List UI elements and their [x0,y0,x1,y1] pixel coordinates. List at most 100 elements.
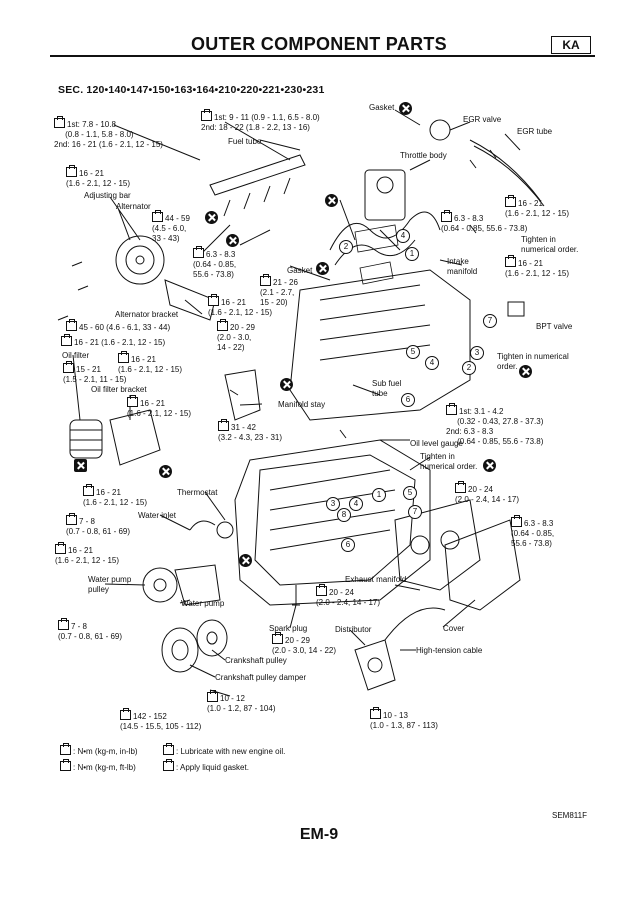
torque-wrench-icon [505,195,516,207]
torque-wrench-icon [193,246,204,258]
sequence-number: 4 [396,229,410,243]
torque-spec: 16 - 21 (1.6 - 2.1, 12 - 15) [208,294,273,317]
torque-spec: 15 - 21 (1.5 - 2.1, 11 - 15) [63,361,127,384]
torque-wrench-icon [511,515,522,527]
tighten-numerical-order-label: Tighten in numerical order. [521,235,579,254]
manifold-stay-label: Manifold stay [278,400,326,409]
crankshaft-pulley-damper-label: Crankshaft pulley damper [215,673,307,682]
oil-level-gauge-label: Oil level gauge [410,439,463,448]
legend-item: : N•m (kg-m, in-lb) [60,743,138,757]
replace-part-icon [483,459,496,472]
torque-spec: 7 - 8 (0.7 - 0.8, 61 - 69) [66,513,131,536]
torque-spec: 21 - 26 (2.1 - 2.7, 15 - 20) [260,274,298,307]
alternator-bracket-label: Alternator bracket [115,310,179,319]
cover-label: Cover [443,624,465,633]
gasket-label: Gasket [287,266,313,275]
sequence-number: 6 [401,393,415,407]
high-tension-cable-label: High-tension cable [416,646,483,655]
section-codes: SEC. 120•140•147•150•163•164•210•220•221… [58,84,325,96]
sequence-number: 3 [326,497,340,511]
title-rule [50,55,595,57]
torque-spec: 20 - 24 (2.0 - 2.4, 14 - 17) [455,481,520,504]
torque-spec: 7 - 8 (0.7 - 0.8, 61 - 69) [58,618,123,641]
sequence-number: 1 [405,247,419,261]
sequence-number: 4 [349,497,363,511]
torque-spec: 1st: 7.8 - 10.8 (0.8 - 1.1, 5.8 - 8.0) 2… [54,116,163,149]
torque-wrench-icon [83,484,94,496]
egr-valve-label: EGR valve [463,115,502,124]
replace-part-icon [159,465,172,478]
crankshaft-pulley-label: Crankshaft pulley [225,656,287,665]
torque-spec: 16 - 21 (1.6 - 2.1, 12 - 15) [61,334,165,348]
torque-wrench-icon [316,584,327,596]
replace-part-icon [519,365,532,378]
torque-spec: 6.3 - 8.3 (0.64 - 0.85, 55.6 - 73.8) [511,515,555,548]
replace-part-icon [399,102,412,115]
tighten-numerical-order-label: Tighten in numerical order. [497,352,569,371]
replace-part-icon [239,554,252,567]
torque-spec: 16 - 21 (1.6 - 2.1, 12 - 15) [55,542,120,565]
torque-spec: 10 - 12 (1.0 - 1.2, 87 - 104) [207,690,276,713]
sequence-number: 2 [339,240,353,254]
water-inlet-label: Water inlet [138,511,176,520]
torque-wrench-icon [58,618,69,630]
torque-spec: 20 - 24 (2.0 - 2.4, 14 - 17) [316,584,381,607]
bpt-valve-label: BPT valve [536,322,573,331]
torque-wrench-icon [208,294,219,306]
torque-wrench-icon [63,361,74,373]
torque-wrench-icon [272,632,283,644]
torque-wrench-icon [207,690,218,702]
torque-spec: 6.3 - 8.3 (0.64 - 0.85, 55.6 - 73.8) [193,246,237,279]
torque-spec: 1st: 3.1 - 4.2 (0.32 - 0.43, 27.8 - 37.3… [446,403,544,446]
exhaust-manifold-label: Exhaust manifold [345,575,407,584]
section-badge: KA [551,36,591,54]
sequence-number: 6 [341,538,355,552]
torque-spec: 6.3 - 8.3 (0.64 - 0.85, 55.6 - 73.8) [441,210,528,233]
torque-spec: 16 - 21 (1.6 - 2.1, 12 - 15) [505,255,570,278]
sequence-number: 7 [408,505,422,519]
torque-spec: 16 - 21 (1.6 - 2.1, 12 - 15) [118,351,183,374]
legend-item: : N•m (kg-m, ft-lb) [60,759,136,773]
replace-part-icon [226,234,239,247]
torque-wrench-icon [217,319,228,331]
torque-wrench-icon [55,542,66,554]
page-number: EM-9 [299,826,339,843]
torque-wrench-icon [66,319,77,331]
intake-manifold-label: Intake manifold [447,257,478,276]
tighten-numerical-order-label: Tighten in numerical order. [420,452,478,471]
sequence-number: 7 [483,314,497,328]
torque-wrench-icon [60,759,71,771]
distributor-label: Distributor [335,625,372,634]
torque-wrench-icon [370,707,381,719]
torque-wrench-icon [118,351,129,363]
water-pump-label: Water pump [181,599,225,608]
gasket-label: Gasket [369,103,395,112]
liquid-gasket-icon [163,759,174,771]
sequence-number: 2 [462,361,476,375]
torque-wrench-icon [455,481,466,493]
sub-fuel-tube-label: Sub fuel tube [372,379,402,398]
torque-spec: 16 - 21 (1.6 - 2.1, 12 - 15) [83,484,148,507]
torque-spec: 31 - 42 (3.2 - 4.3, 23 - 31) [218,419,283,442]
torque-wrench-icon [505,255,516,267]
thermostat-label: Thermostat [177,488,218,497]
torque-spec: 20 - 29 (2.0 - 3.0, 14 - 22) [272,632,337,655]
alternator-label: Alternator [116,202,151,211]
torque-wrench-icon [54,116,65,128]
replace-part-icon [316,262,329,275]
page-title: OUTER COMPONENT PARTS [191,34,447,54]
torque-wrench-icon [60,743,71,755]
torque-wrench-icon [201,109,212,121]
torque-wrench-icon [66,165,77,177]
fuel-tube-label: Fuel tube [228,137,262,146]
throttle-body-label: Throttle body [400,151,447,160]
torque-wrench-icon [218,419,229,431]
sequence-number: 5 [406,345,420,359]
water-pump-pulley-label: Water pump pulley [88,575,132,594]
sequence-number: 8 [337,508,351,522]
sequence-number: 5 [403,486,417,500]
torque-wrench-icon [61,334,72,346]
oil-can-icon [163,743,174,755]
torque-spec: 142 - 152 (14.5 - 15.5, 105 - 112) [120,708,202,731]
